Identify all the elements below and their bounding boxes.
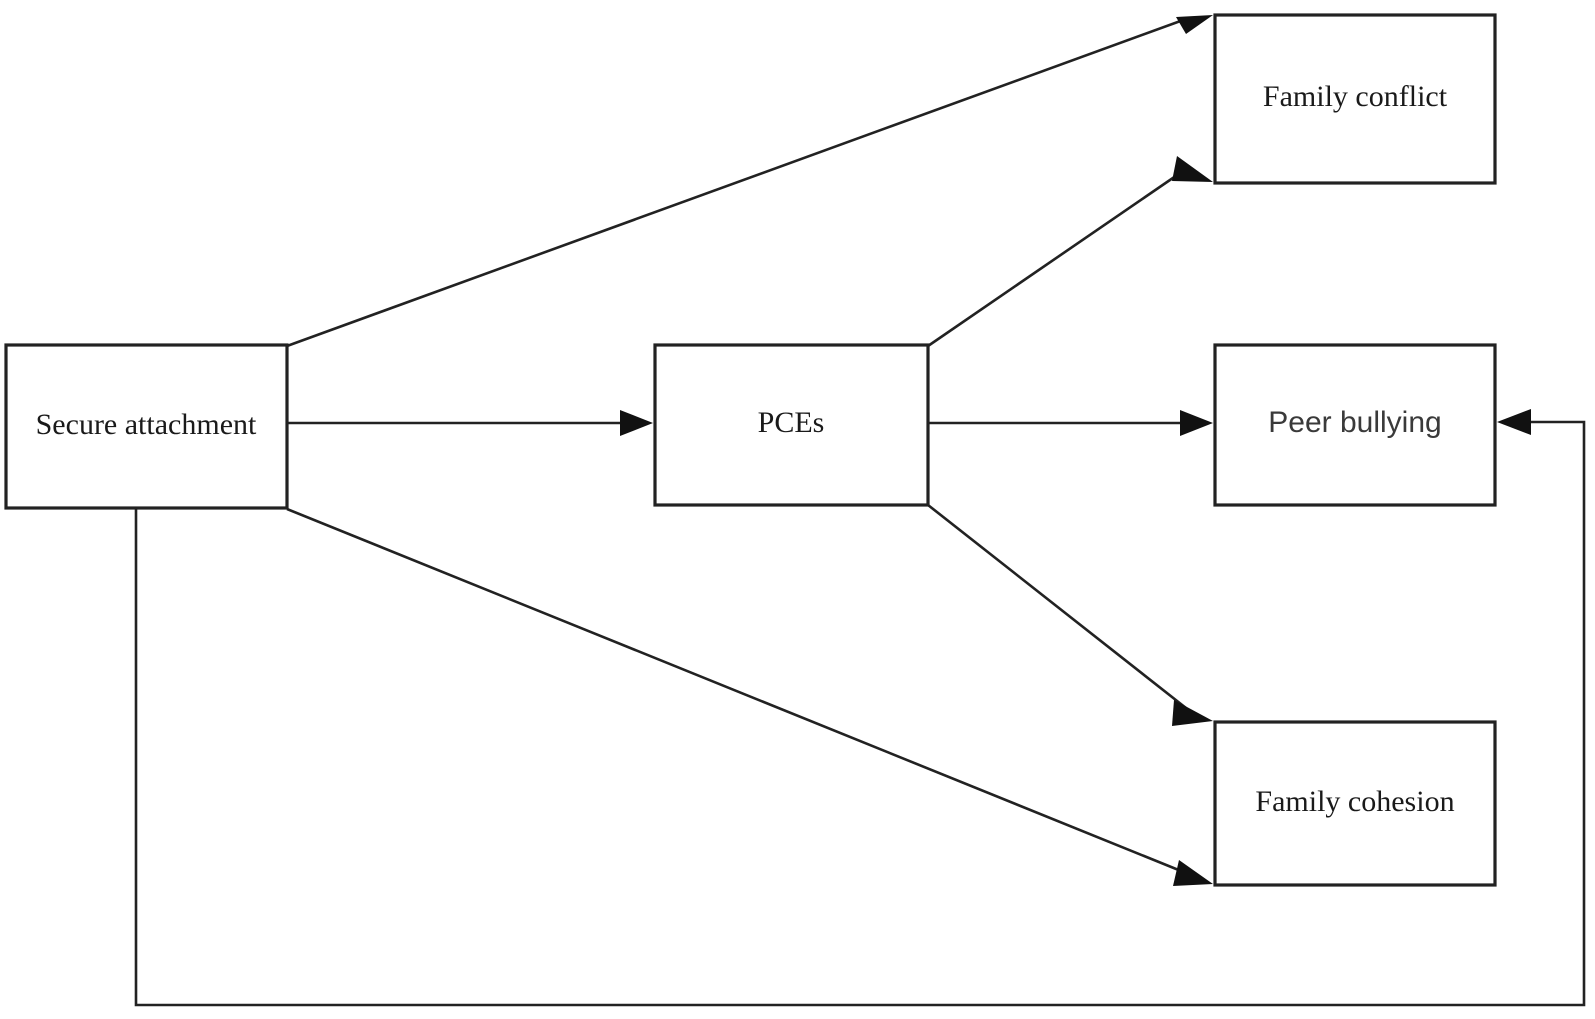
node-box[interactable] [653, 343, 930, 507]
arrow-head-icon [1173, 860, 1213, 886]
arrow-head-icon [1172, 156, 1213, 182]
edge-line [927, 503, 1187, 710]
node-label-peer-bullying: Peer bullying [1268, 406, 1441, 439]
node-peer-bullying[interactable]: Peer bullying [1213, 343, 1497, 507]
arrow-head-icon [1172, 700, 1213, 726]
node-label-pces: PCEs [758, 406, 825, 439]
edge-secure-attachment-to-peer-bullying [134, 409, 1586, 1007]
edge-line [286, 17, 1187, 348]
node-secure-attachment[interactable]: Secure attachment [4, 343, 289, 510]
node-box[interactable] [1213, 343, 1497, 507]
edge-line [134, 420, 1586, 1007]
arrow-head-icon [1176, 15, 1213, 34]
node-box[interactable] [1213, 13, 1497, 185]
edge-pces-to-family-conflict [927, 156, 1213, 348]
arrow-head-icon [1180, 410, 1213, 436]
edge-secure-attachment-to-family-cohesion [286, 507, 1213, 886]
edge-line [927, 167, 1187, 348]
arrow-head-icon [1497, 409, 1531, 435]
node-label-family-conflict: Family conflict [1263, 80, 1448, 113]
edge-line [286, 507, 1187, 875]
edge-pces-to-peer-bullying [928, 410, 1213, 436]
edge-secure-attachment-to-family-conflict [286, 15, 1213, 348]
node-family-conflict[interactable]: Family conflict [1213, 13, 1497, 185]
node-pces[interactable]: PCEs [653, 343, 930, 507]
node-family-cohesion[interactable]: Family cohesion [1213, 720, 1497, 887]
edge-secure-attachment-to-pces [287, 410, 653, 436]
edge-pces-to-family-cohesion [927, 503, 1213, 726]
node-label-family-cohesion: Family cohesion [1255, 785, 1454, 818]
node-box[interactable] [1213, 720, 1497, 887]
node-box[interactable] [4, 343, 289, 510]
node-label-secure-attachment: Secure attachment [36, 408, 257, 441]
arrow-head-icon [620, 410, 653, 436]
